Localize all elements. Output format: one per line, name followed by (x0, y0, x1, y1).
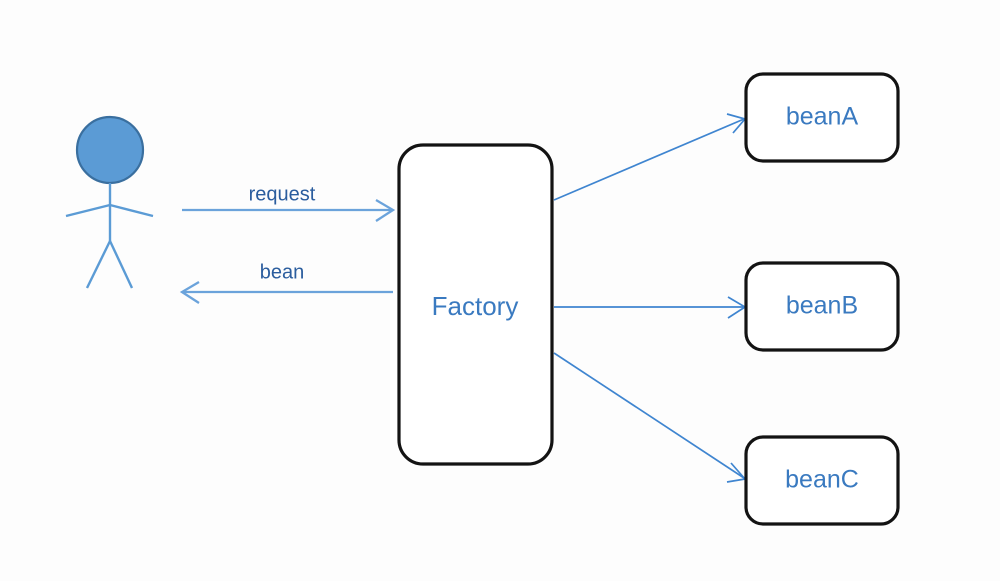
beanA-box (744, 72, 900, 163)
beanB-label: beanB (786, 292, 858, 320)
factory-box (397, 143, 554, 466)
edge-bean-arrowhead-icon (179, 281, 200, 304)
beanC-label: beanC (785, 466, 859, 494)
actor-arm-left (65, 203, 111, 218)
node-beanB[interactable]: beanB (744, 261, 900, 352)
user-actor[interactable] (65, 115, 154, 289)
actor-leg-right (108, 240, 134, 289)
edge-request-arrowhead-icon (375, 199, 396, 222)
node-factory[interactable]: Factory (397, 143, 554, 466)
edge-request[interactable]: request (182, 183, 396, 222)
actor-head-icon (75, 115, 145, 185)
beanA-label: beanA (786, 103, 859, 131)
actor-leg-left (85, 240, 112, 289)
actor-arm-right (109, 203, 154, 218)
edge-bean-label: bean (260, 261, 305, 283)
edge-factory-to-beanC[interactable] (553, 352, 747, 483)
edge-beanA-arrowhead-icon (726, 113, 747, 134)
node-beanC[interactable]: beanC (744, 435, 900, 526)
beanC-box (744, 435, 900, 526)
beanB-box (744, 261, 900, 352)
edge-beanC-line (553, 352, 745, 479)
edge-factory-to-beanB[interactable] (554, 296, 747, 319)
node-beanA[interactable]: beanA (744, 72, 900, 163)
edge-factory-to-beanA[interactable] (553, 113, 747, 201)
edge-bean[interactable]: bean (179, 261, 393, 304)
factory-label: Factory (432, 291, 519, 321)
edge-beanA-line (553, 118, 745, 201)
edge-request-label: request (249, 183, 316, 205)
